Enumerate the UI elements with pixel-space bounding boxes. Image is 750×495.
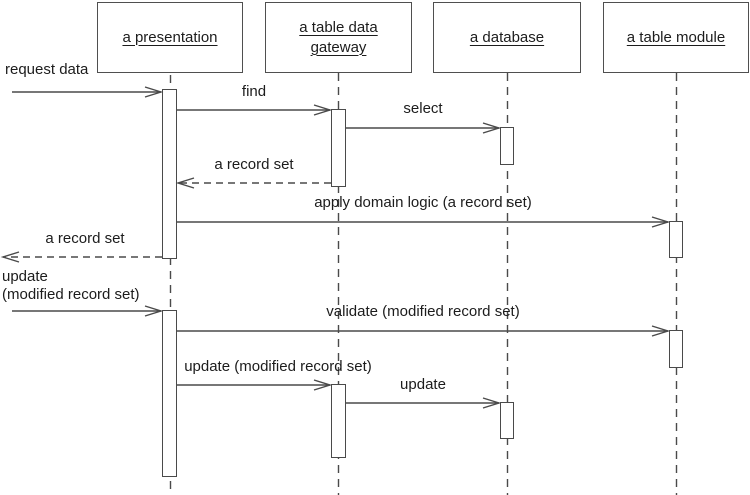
actor-label-table-module: a table module: [626, 28, 726, 46]
activation-bar-database-2: [500, 402, 514, 439]
actor-label-presentation: a presentation: [122, 28, 218, 46]
actor-label-table-data-gateway: a table data gateway: [299, 18, 378, 56]
activation-bar-gateway-1: [331, 109, 346, 187]
message-label-request-data: request data: [5, 61, 89, 78]
arrow-select: [346, 122, 502, 134]
activation-bar-presentation-1: [162, 89, 177, 259]
arrow-return-record-set-2: [0, 251, 162, 263]
activation-bar-table-module-1: [669, 221, 683, 258]
arrow-update-external: [12, 305, 164, 317]
message-label-record-set-1: a record set: [214, 156, 294, 173]
activation-bar-table-module-2: [669, 330, 683, 368]
activation-bar-presentation-2: [162, 310, 177, 477]
message-label-find: find: [241, 83, 267, 100]
message-label-update-external: update (modified record set): [2, 268, 140, 303]
arrow-return-record-set-1: [175, 177, 331, 189]
message-label-record-set-2: a record set: [45, 230, 125, 247]
arrow-update-database: [346, 397, 502, 409]
arrow-apply-domain-logic: [177, 216, 671, 228]
actor-box-table-module: a table module: [603, 2, 749, 73]
activation-bar-gateway-2: [331, 384, 346, 458]
actor-label-database: a database: [469, 28, 545, 46]
message-label-select: select: [403, 100, 443, 117]
message-label-apply-domain-logic: apply domain logic (a record set): [314, 194, 532, 211]
arrow-find: [177, 104, 333, 116]
actor-box-table-data-gateway: a table data gateway: [265, 2, 412, 73]
message-label-validate: validate (modified record set): [326, 303, 520, 320]
activation-bar-database-1: [500, 127, 514, 165]
arrow-request-data: [12, 86, 164, 98]
arrow-update-gateway: [177, 379, 333, 391]
actor-box-presentation: a presentation: [97, 2, 243, 73]
message-label-update-gateway: update (modified record set): [184, 358, 372, 375]
message-label-update-database: update: [400, 376, 446, 393]
arrow-validate: [177, 325, 671, 337]
actor-box-database: a database: [433, 2, 581, 73]
